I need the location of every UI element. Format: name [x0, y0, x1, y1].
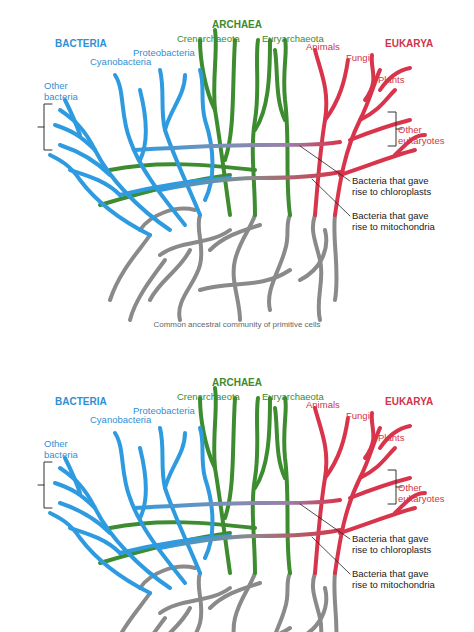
leader-lines	[300, 146, 350, 216]
tree-drawing-copy	[38, 388, 425, 632]
diagram-label: Bacteria that gave rise to mitochondria	[352, 210, 444, 233]
diagram-label: Bacteria that gave rise to mitochondria	[352, 568, 444, 591]
diagram-label: ARCHAEA	[197, 377, 277, 389]
diagram-label: EUKARYA	[385, 38, 433, 50]
diagram-label: Plants	[378, 432, 404, 443]
diagram-label: BACTERIA	[55, 38, 107, 50]
diagram-label: Animals	[306, 41, 340, 52]
diagram-label: Animals	[306, 399, 340, 410]
mitochondria-transfer-line	[160, 172, 340, 190]
diagram-label: Bacteria that gave rise to chloroplasts	[352, 533, 444, 556]
chloroplast-transfer-line	[135, 142, 340, 150]
diagram-label: Crenarchaeota	[177, 33, 240, 44]
ancestral-roots	[110, 209, 337, 320]
diagram-label: EUKARYA	[385, 396, 433, 408]
diagram-label: Cyanobacteria	[90, 414, 151, 425]
diagram-label: Cyanobacteria	[90, 56, 151, 67]
diagram-label: Other bacteria	[44, 438, 84, 461]
diagram-label: Other eukaryotes	[398, 124, 458, 147]
diagram-label: Plants	[378, 74, 404, 85]
diagram-label: BACTERIA	[55, 396, 107, 408]
diagram-label: Fungi	[346, 52, 370, 63]
diagram-label: Crenarchaeota	[177, 391, 240, 402]
diagram-label: Bacteria that gave rise to chloroplasts	[352, 175, 444, 198]
brackets	[38, 104, 402, 150]
diagram-label: Other eukaryotes	[398, 482, 458, 505]
diagram-label: Fungi	[346, 410, 370, 421]
diagram-label: Other bacteria	[44, 80, 84, 103]
diagram-label: Common ancestral community of primitive …	[107, 320, 367, 330]
diagram-label: ARCHAEA	[197, 19, 277, 31]
